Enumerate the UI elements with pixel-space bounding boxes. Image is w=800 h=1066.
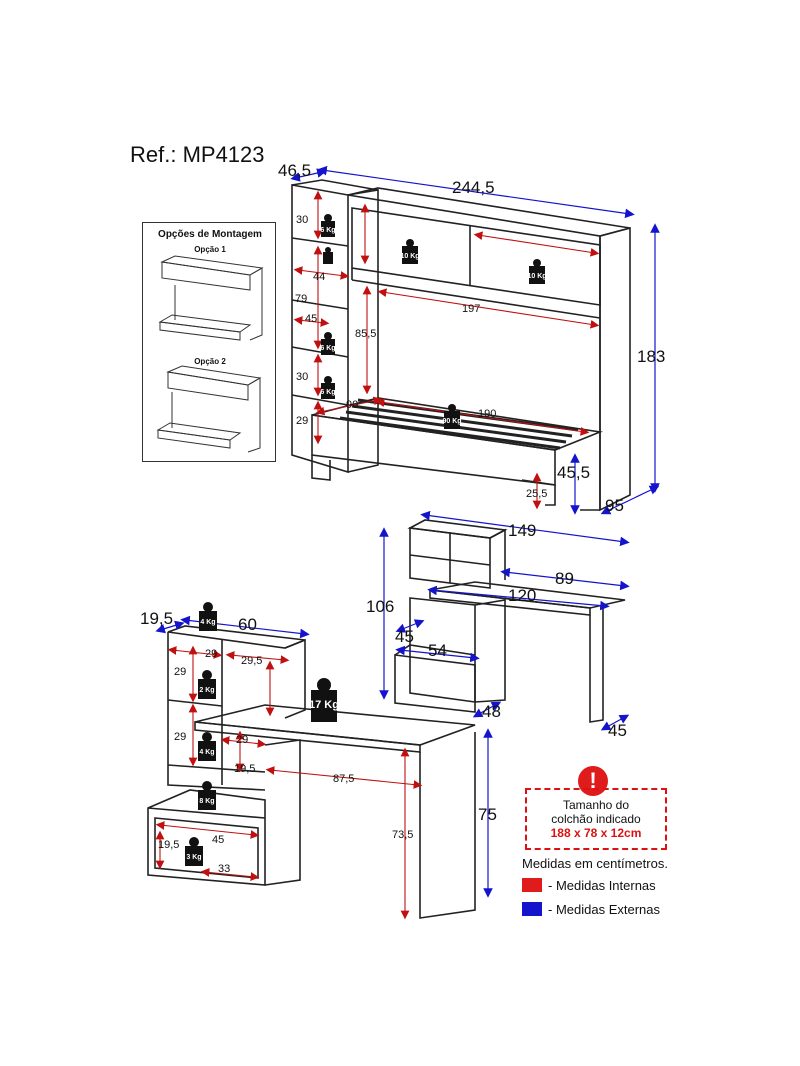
red-swatch-icon bbox=[522, 878, 542, 892]
dim-29-a: 29 bbox=[296, 415, 308, 427]
dim-45-c: 45 bbox=[305, 313, 317, 325]
dim-29-c: 29 bbox=[174, 666, 186, 678]
dim-19-5: 19,5 bbox=[140, 609, 173, 628]
dim-30-a: 30 bbox=[296, 214, 308, 226]
bed-unit bbox=[291, 179, 631, 512]
dim-45-b: 45 bbox=[608, 721, 627, 740]
weight-badge bbox=[323, 247, 333, 264]
dim-244-5: 244,5 bbox=[452, 178, 495, 197]
dim-29-e: 29 bbox=[236, 734, 248, 746]
dim-48: 48 bbox=[482, 702, 501, 721]
dim-197: 197 bbox=[462, 303, 480, 315]
svg-text:6 Kg: 6 Kg bbox=[320, 227, 335, 234]
dim-79: 79 bbox=[295, 293, 307, 305]
weight-badge: 10 Kg bbox=[527, 259, 547, 284]
dim-73-5: 73,5 bbox=[392, 829, 413, 841]
dim-87-5: 87,5 bbox=[333, 773, 354, 785]
dim-95: 95 bbox=[605, 496, 624, 515]
svg-text:4 Kg: 4 Kg bbox=[200, 619, 215, 626]
svg-text:17 Kg: 17 Kg bbox=[309, 699, 339, 711]
svg-text:4 Kg: 4 Kg bbox=[199, 749, 214, 756]
dim-90: 90 bbox=[346, 399, 358, 411]
weight-badges: 6 Kg 10 Kg 10 Kg 6 Kg 6 Kg 90 Kg 4 Kg 2 … bbox=[185, 214, 547, 866]
svg-text:90 Kg: 90 Kg bbox=[442, 418, 461, 425]
option-1-label: Opção 1 bbox=[194, 245, 226, 254]
weight-badge: 4 Kg bbox=[198, 732, 216, 761]
blue-swatch-icon bbox=[522, 902, 542, 916]
dim-45-a: 45 bbox=[395, 627, 414, 646]
dim-183: 183 bbox=[637, 347, 665, 366]
dim-89: 89 bbox=[555, 569, 574, 588]
dim-85-5: 85,5 bbox=[355, 328, 376, 340]
weight-badge: 8 Kg bbox=[198, 781, 216, 810]
desk-unit-right bbox=[394, 519, 626, 723]
weight-badge: 90 Kg bbox=[442, 404, 462, 429]
weight-badge: 6 Kg bbox=[320, 332, 336, 355]
dim-190: 190 bbox=[478, 408, 496, 420]
dim-75: 75 bbox=[478, 805, 497, 824]
warning-line-2: colchão indicado bbox=[551, 812, 641, 826]
svg-text:3 Kg: 3 Kg bbox=[186, 854, 201, 861]
legend-external-label: - Medidas Externas bbox=[548, 902, 660, 917]
option-2-label: Opção 2 bbox=[194, 357, 226, 366]
dim-44: 44 bbox=[313, 271, 325, 283]
dim-45-5: 45,5 bbox=[557, 463, 590, 482]
dim-29-b: 29 bbox=[205, 648, 217, 660]
dim-149: 149 bbox=[508, 521, 536, 540]
dim-120: 120 bbox=[508, 586, 536, 605]
warning-icon: ! bbox=[578, 766, 608, 796]
dim-60: 60 bbox=[238, 615, 257, 634]
dim-25-5: 25,5 bbox=[526, 488, 547, 500]
weight-badge: 2 Kg bbox=[198, 670, 216, 699]
assembly-options-box: Opções de Montagem Opção 1 Opção 2 bbox=[142, 222, 276, 462]
weight-badge: 6 Kg bbox=[320, 376, 336, 399]
weight-badge: 3 Kg bbox=[185, 837, 203, 866]
dim-19-5-b: 19,5 bbox=[234, 763, 255, 775]
legend-internal: - Medidas Internas bbox=[522, 878, 656, 893]
dim-29-5: 29,5 bbox=[241, 655, 262, 667]
legend-internal-label: - Medidas Internas bbox=[548, 878, 656, 893]
dim-54: 54 bbox=[428, 641, 447, 660]
dim-46-5: 46,5 bbox=[278, 161, 311, 180]
warning-line-3: 188 x 78 x 12cm bbox=[550, 826, 642, 840]
reference-code: Ref.: MP4123 bbox=[130, 142, 265, 167]
units-note: Medidas em centímetros. bbox=[522, 856, 668, 871]
weight-badge: 10 Kg bbox=[400, 239, 420, 264]
weight-badge-17kg: 17 Kg bbox=[309, 678, 339, 722]
internal-dimension-lines bbox=[155, 190, 600, 920]
warning-line-1: Tamanho do bbox=[562, 798, 630, 812]
svg-text:2 Kg: 2 Kg bbox=[199, 687, 214, 694]
dim-30-b: 30 bbox=[296, 371, 308, 383]
svg-text:10 Kg: 10 Kg bbox=[400, 253, 419, 260]
weight-badge: 6 Kg bbox=[320, 214, 336, 237]
dim-45-d: 45 bbox=[212, 834, 224, 846]
svg-text:10 Kg: 10 Kg bbox=[527, 273, 546, 280]
dim-33: 33 bbox=[218, 863, 230, 875]
dim-106: 106 bbox=[366, 597, 394, 616]
svg-text:8 Kg: 8 Kg bbox=[199, 798, 214, 805]
dim-19-5-c: 19,5 bbox=[158, 839, 179, 851]
dim-29-d: 29 bbox=[174, 731, 186, 743]
weight-badge: 4 Kg bbox=[199, 602, 217, 631]
svg-text:6 Kg: 6 Kg bbox=[320, 345, 335, 352]
mattress-warning: Tamanho do colchão indicado 188 x 78 x 1… bbox=[525, 788, 667, 850]
desk-unit-left bbox=[147, 625, 476, 919]
internal-dimension-labels: 30 44 79 45 85,5 197 30 29 90 190 25,5 2… bbox=[158, 214, 547, 875]
svg-text:6 Kg: 6 Kg bbox=[320, 389, 335, 396]
assembly-options-title: Opções de Montagem bbox=[158, 229, 262, 240]
option-drawings bbox=[156, 255, 264, 453]
legend-external: - Medidas Externas bbox=[522, 902, 660, 917]
external-dimension-labels: 46,5 244,5 183 95 45,5 149 89 120 106 45… bbox=[140, 161, 665, 824]
